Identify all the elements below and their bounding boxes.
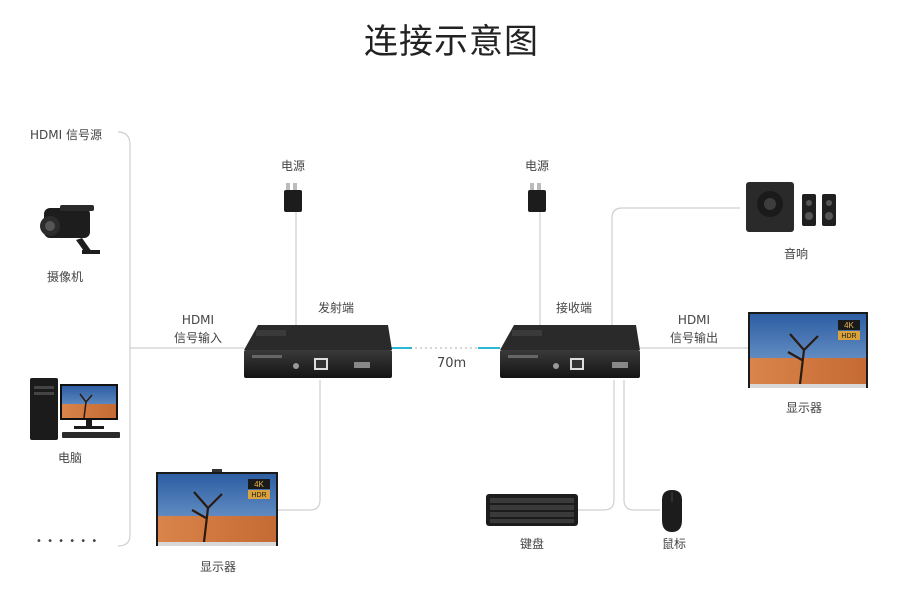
keyboard-label: 键盘 bbox=[520, 537, 545, 551]
power-label-left: 电源 bbox=[281, 159, 306, 173]
page-title: 连接示意图 bbox=[364, 22, 539, 62]
tv-right-4k-badge: 4K bbox=[844, 321, 854, 330]
display-left-icon bbox=[156, 469, 278, 546]
power-label-right: 电源 bbox=[525, 159, 550, 173]
power-adapter-left-icon bbox=[284, 183, 302, 212]
display-left-label: 显示器 bbox=[200, 560, 237, 574]
loop-out-line bbox=[278, 380, 321, 511]
transmitter-label: 发射端 bbox=[318, 301, 355, 315]
computer-icon bbox=[30, 378, 120, 440]
tv-left-4k-badge: 4K bbox=[254, 480, 264, 489]
hdmi-input-label: HDMI 信号输入 bbox=[166, 311, 230, 347]
computer-label: 电脑 bbox=[58, 451, 83, 465]
hdmi-input-label-line1: HDMI bbox=[181, 313, 215, 327]
display-right-label: 显示器 bbox=[786, 401, 823, 415]
more-sources-ellipsis: • • • • • • bbox=[36, 536, 99, 547]
hdmi-output-label-line1: HDMI bbox=[677, 313, 711, 327]
audio-line bbox=[611, 207, 740, 325]
hdmi-input-label-line2: 信号输入 bbox=[173, 331, 222, 345]
speaker-label: 音响 bbox=[784, 247, 809, 261]
receiver-device-icon bbox=[500, 325, 640, 378]
keyboard-line bbox=[578, 380, 615, 511]
tv-right-hdr-badge: HDR bbox=[841, 333, 856, 340]
camera-icon bbox=[40, 205, 100, 254]
keyboard-icon bbox=[486, 494, 578, 526]
hdmi-output-label-line2: 信号输出 bbox=[669, 331, 718, 345]
mouse-line bbox=[623, 380, 660, 511]
transmitter-device-icon bbox=[244, 325, 392, 378]
mouse-label: 鼠标 bbox=[662, 537, 687, 551]
display-right-icon bbox=[748, 312, 868, 388]
receiver-label: 接收端 bbox=[556, 301, 593, 315]
source-bracket bbox=[117, 131, 131, 547]
hdmi-output-label: HDMI 信号输出 bbox=[662, 311, 726, 347]
speaker-icon bbox=[746, 182, 836, 232]
power-adapter-right-icon bbox=[528, 183, 546, 212]
mouse-icon bbox=[662, 490, 682, 532]
camera-label: 摄像机 bbox=[47, 270, 84, 284]
tv-left-hdr-badge: HDR bbox=[251, 492, 266, 499]
distance-label: 70m bbox=[437, 356, 467, 371]
hdmi-source-label: HDMI 信号源 bbox=[30, 128, 102, 142]
